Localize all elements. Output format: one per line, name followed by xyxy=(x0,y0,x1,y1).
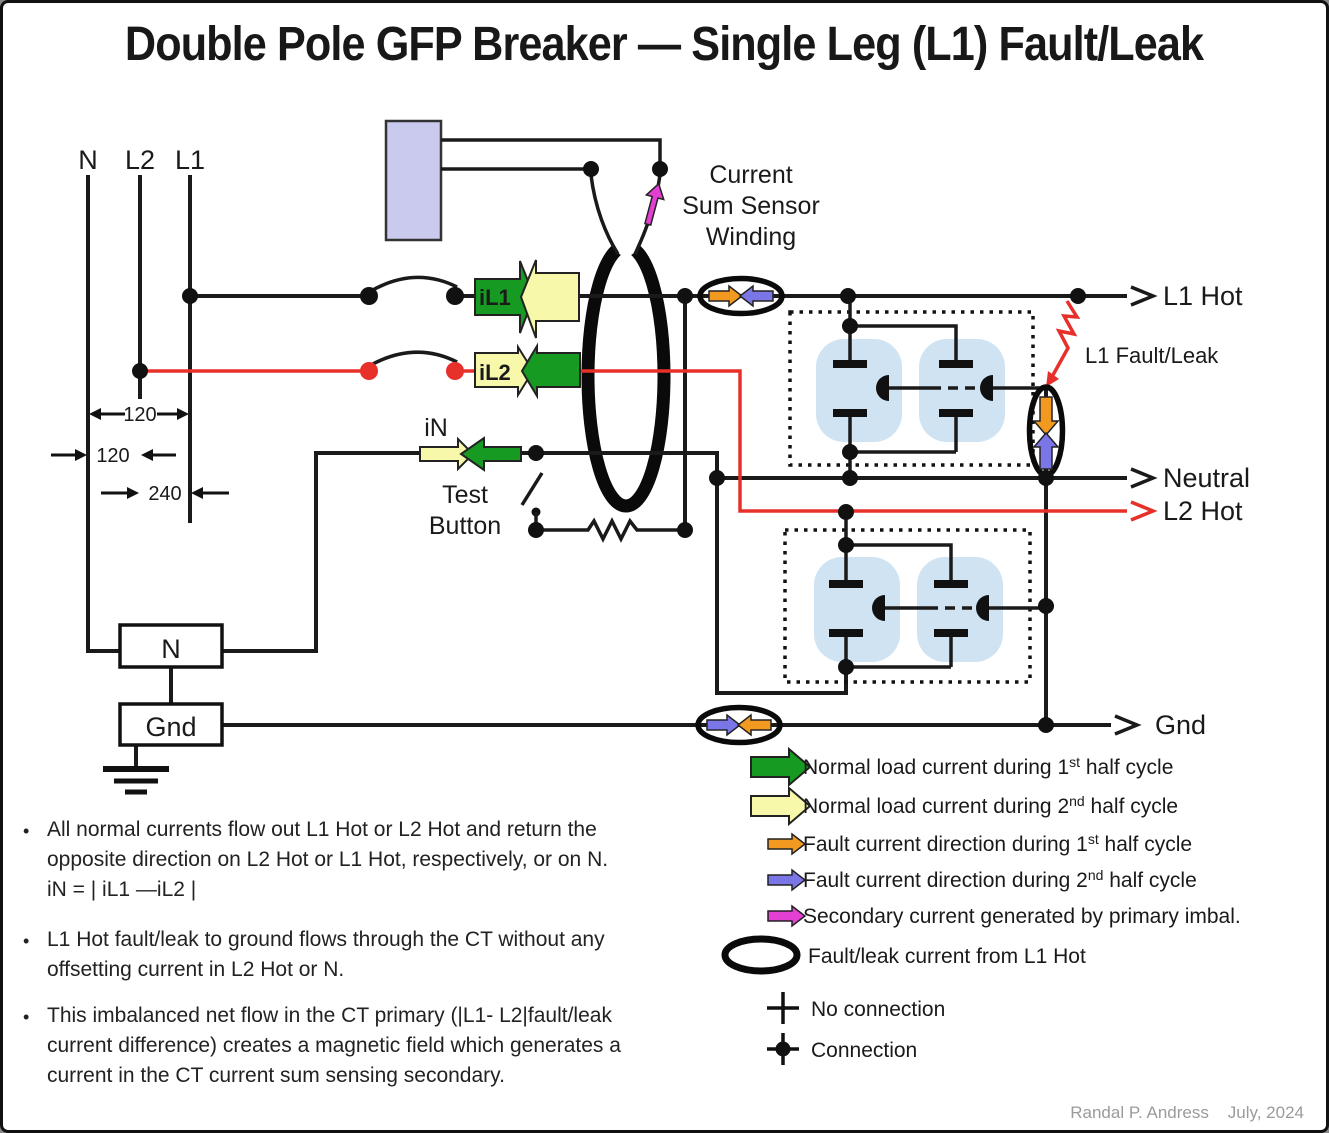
diagram-labels: N L2 L1 120 120 240 Current Sum Sensor W… xyxy=(78,145,1250,740)
l2-breaker-module xyxy=(783,512,1046,684)
in-green-arrow-icon xyxy=(459,436,522,472)
legend-item-5: Secondary current generated by primary i… xyxy=(803,905,1241,928)
l1-breaker-module xyxy=(788,296,1046,478)
note-normal-currents: • All normal currents flow out L1 Hot or… xyxy=(23,815,713,905)
il2-label: iL2 xyxy=(479,360,511,385)
gate-icon xyxy=(872,595,885,621)
ct-top-notch xyxy=(614,232,638,256)
ground-block-label: Gnd xyxy=(145,712,196,742)
legend-item-2: Normal load current during 2nd half cycl… xyxy=(803,793,1178,818)
legend-magenta-arrow-icon xyxy=(767,904,807,928)
test-switch-blade xyxy=(520,472,544,506)
legend-item-3: Fault current direction during 1st half … xyxy=(803,831,1192,856)
page-title: Double Pole GFP Breaker — Single Leg (L1… xyxy=(125,18,1204,71)
earth-ground-icon xyxy=(103,766,169,795)
bus-l2-label: L2 xyxy=(125,145,155,175)
test-button-label-2: Button xyxy=(429,512,501,540)
bus-n-label: N xyxy=(78,145,98,175)
il2-yellow-arrow-icon xyxy=(474,343,535,399)
bullet-icon: • xyxy=(23,1007,30,1027)
legend-fault-ellipse-icon xyxy=(721,935,801,975)
ct-current-transformer xyxy=(581,232,671,513)
legend-yellow-arrow-icon xyxy=(750,785,812,827)
note-text: All normal currents flow out L1 Hot or L… xyxy=(47,818,609,901)
ground-block: Gnd xyxy=(118,702,224,747)
il1-current-arrows: iL1 xyxy=(474,259,580,339)
in-current-arrows: iN xyxy=(419,414,522,472)
note-text: This imbalanced net flow in the CT prima… xyxy=(47,1004,621,1087)
legend-orange-arrow-icon xyxy=(767,832,807,856)
gnd-label: Gnd xyxy=(1155,710,1206,740)
test-button-label-1: Test xyxy=(442,481,488,509)
fault-2nd-half-arrow-icon xyxy=(1032,431,1060,470)
l1-hot-label: L1 Hot xyxy=(1163,281,1243,311)
in-label: iN xyxy=(424,414,448,442)
bus-l1-label: L1 xyxy=(175,145,205,175)
bullet-icon: • xyxy=(23,931,30,951)
voltage-dimensions xyxy=(51,408,229,499)
sensor-winding-label-3: Winding xyxy=(706,223,796,251)
ground-wiring xyxy=(103,667,1142,795)
note-imbalanced-flow: • This imbalanced net flow in the CT pri… xyxy=(23,1001,713,1091)
sensor-module xyxy=(384,119,668,255)
dim-240-l2-l1: 240 xyxy=(148,483,181,505)
fault-1st-half-arrow-icon xyxy=(1032,396,1060,437)
legend-item-1: Normal load current during 1st half cycl… xyxy=(803,754,1173,779)
gate-icon xyxy=(976,595,989,621)
l2-hot-label: L2 Hot xyxy=(1163,496,1243,526)
legend-fault-leak-label: Fault/leak current from L1 Hot xyxy=(808,945,1086,968)
secondary-current-arrow-icon xyxy=(644,182,665,227)
legend-blue-arrow-icon xyxy=(767,868,807,892)
gate-icon xyxy=(980,375,993,401)
fault-2nd-half-arrow-icon xyxy=(706,713,742,737)
no-connection-icon xyxy=(767,992,799,1024)
neutral-block-label: N xyxy=(161,634,181,664)
legend-green-arrow-icon xyxy=(750,746,812,788)
dim-120-n-l1: 120 xyxy=(123,404,156,426)
neutral-wiring xyxy=(222,451,1158,695)
l1-fault-leak-label: L1 Fault/Leak xyxy=(1085,343,1219,368)
il1-label: iL1 xyxy=(479,285,511,310)
legend-connection-label: Connection xyxy=(811,1039,917,1062)
l1-fault-current-ellipse xyxy=(697,275,785,317)
test-resistor xyxy=(536,517,685,543)
fault-1st-half-arrow-icon xyxy=(708,284,744,308)
connection-icon xyxy=(767,1033,799,1065)
il1-yellow-arrow-icon xyxy=(519,259,580,339)
legend: Normal load current during 1st half cycl… xyxy=(721,746,1241,1065)
connection-dots xyxy=(132,287,1086,733)
note-text: L1 Hot fault/leak to ground flows throug… xyxy=(47,928,605,981)
neutral-block: N xyxy=(118,623,224,669)
dim-120-n-l2: 120 xyxy=(96,445,129,467)
bullet-icon: • xyxy=(23,821,30,841)
gnd-fault-current-ellipse xyxy=(695,704,783,746)
il2-green-arrow-icon xyxy=(520,342,581,400)
l1-hot-wiring xyxy=(190,275,1158,530)
sensor-winding-label-2: Sum Sensor xyxy=(682,192,820,220)
fault-bolt-icon xyxy=(1046,300,1081,387)
supply-buses xyxy=(86,175,192,653)
l2-hot-wiring xyxy=(140,350,1158,522)
fault-2nd-half-arrow-icon xyxy=(738,284,774,308)
il2-current-arrows: iL2 xyxy=(474,342,581,400)
circuit-diagram: N Gnd iL1 iL xyxy=(51,119,1250,1065)
gate-icon xyxy=(876,375,889,401)
sensor-winding-label-1: Current xyxy=(709,161,792,189)
test-circuit xyxy=(520,472,685,543)
neutral-label: Neutral xyxy=(1163,463,1250,493)
in-yellow-arrow-icon xyxy=(419,436,475,472)
author-credit: Randal P. Andress July, 2024 xyxy=(1070,1103,1304,1122)
legend-no-connection-label: No connection xyxy=(811,998,945,1021)
fault-1st-half-arrow-icon xyxy=(736,713,772,737)
legend-item-4: Fault current direction during 2nd half … xyxy=(803,867,1197,892)
note-fault-leak: • L1 Hot fault/leak to ground flows thro… xyxy=(23,925,713,985)
